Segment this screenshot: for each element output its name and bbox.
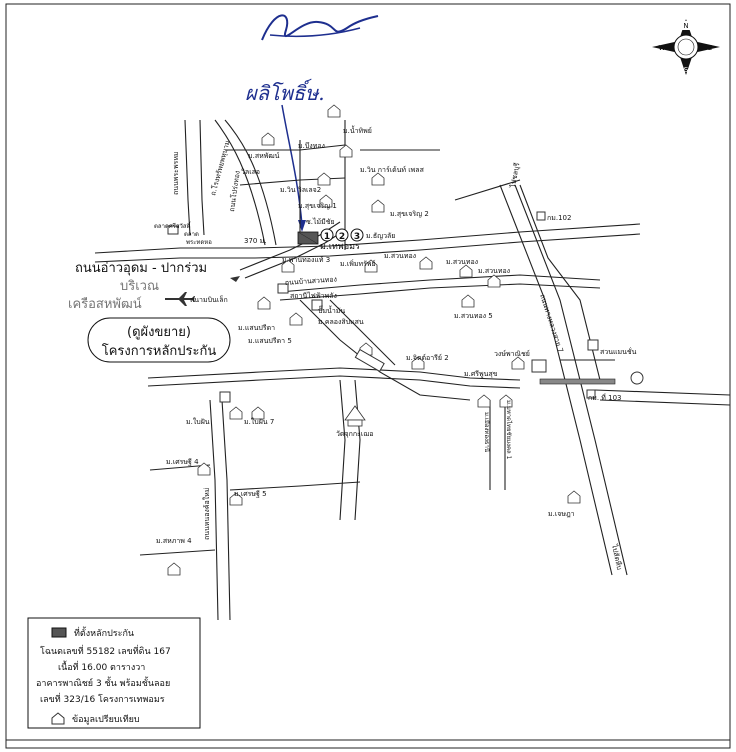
lbl-village: วิลเลจ [241,168,260,176]
road-phrapraeng: ถนนพระพรหม [172,151,180,195]
lbl-muangthong: ม.เมืองทองธานี [483,412,491,452]
compass-w: W [659,44,666,52]
lbl-sukcharoen1: ม.สุขเจริญ 1 [298,202,337,210]
airplane-icon [165,292,195,306]
area-text: บริเวณ [120,279,159,294]
compass-n: N [683,22,688,30]
km103-icon [586,389,596,399]
lbl-wat: วัดจุกกะเฌอ [336,430,373,438]
compass-s: S [684,66,689,74]
circle-3 [350,228,364,242]
airport-text: สนามบินเล็ก [190,295,228,304]
lbl-pttt: พระทดหอ [186,239,212,246]
lbl-chengtha: ม.เจษฎา [548,510,575,518]
lbl-sahaphap: ม.สหภาพ 4 [156,537,192,545]
lbl-sahaphat: ม.สหพัฒน์ [248,152,280,160]
pond-icon [630,371,644,385]
lbl-saenpreeda5: ม.แสนปรีดา 5 [248,337,292,345]
num-3: 3 [354,232,360,242]
power-icon [277,283,289,294]
lbl-bainun: ม.ใบฝัน [186,417,210,426]
num-1: 1 [324,232,330,242]
lbl-win-garden: ม.วิน การ์เด้นท์ เพลส [360,166,425,174]
lbl-hom: ม.พานทองแท้ 3 [282,256,330,264]
legend-site-swatch [51,627,67,638]
km102-icon [536,211,546,221]
lbl-bainun7: ม.ใบฝัน 7 [244,417,274,426]
legend-line3: อาคารพาณิชย์ 3 ชั้น พร้อมชั้นลอย [36,676,170,689]
lbl-phoemsap: ม.เพิ่มทรัพย์ [340,259,376,268]
lbl-wongphanit: วงษ์พาณิชย์ [494,350,530,358]
signature: ผลิโพธิ์ษ. [245,14,379,105]
signature-text: ผลิโพธิ์ษ. [245,78,325,105]
lbl-sukcharoen2: ม.สุขเจริญ 2 [390,210,429,218]
road-soi-rim: ถนนบ้านสวนทอง [285,275,338,287]
compass-icon: N S W E [652,19,720,75]
crisco-text: เครือสหพัฒน์ [68,296,142,312]
market-icon [167,225,179,235]
km102: กม.102 [547,214,571,222]
road-nongkho: ถนนหนองค้อใหม่ [202,488,211,540]
legend-compare: ข้อมูลเปรียบเทียบ [72,714,140,725]
lbl-suanthong-b: ม.สวนทอง [446,258,478,266]
num-2: 2 [339,232,345,242]
compass-e: E [708,44,712,52]
house-icons [167,104,581,576]
lbl-thepamorn: ม.เทพอมร [320,242,360,252]
legend-line4: เลขที่ 323/16 โครงการเทพอมร [40,692,165,705]
lbl-chittra: ม.จิตต์อารีย์ 2 [406,354,449,362]
lbl-market: ตลาดศรีสวัสดิ์ [154,221,192,230]
legend-line1: โฉนดเลขที่ 55182 เลขที่ดิน 167 [40,644,171,657]
road-phrong-thong: ถนนโปร่งทอง [227,170,242,212]
airplane-icon-2 [230,276,240,282]
circle-1 [320,228,334,242]
lbl-suan-mansa: สวนแมนชั่น [600,347,637,356]
lbl-mantanakit: ม.มหาดไทยชัยมงคล 1 [505,400,513,460]
legend-house-icon [51,712,65,725]
expand-title: (ดูผังขยาย) [127,325,191,340]
lbl-sethi5: ม.เศรษฐี 5 [234,490,267,498]
lbl-km370: 370 ม. [244,237,266,245]
expand-callout [87,317,231,363]
lbl-saenpreeda: ม.แสนปรีดา [238,324,275,332]
project-title: โครงการหลักประกัน [102,343,217,359]
road-udomsuk: ถนนอ่าวอุดม - ปากร่วม [75,261,207,276]
lbl-sriphunsuk: ม.ศรีพูนสุข [464,370,498,378]
wongphanit-icon [531,359,547,373]
road-rong-hoi: ถ.โรงทรัพยพหุบาม [208,139,231,196]
legend-line2: เนื้อที่ 16.00 ตารางวา [58,660,145,673]
lbl-suanthong: ม.สวนทอง [384,252,416,260]
lbl-numthip: ม.น้ำทิพย์ [343,124,372,135]
lbl-suanthong5: ม.สวนทอง 5 [454,312,493,320]
road-to-sattahip: ไปสัตหีบ [610,543,624,571]
circle-2 [335,228,349,242]
school-icon [219,391,231,403]
lbl-suanthong-c: ม.สวนทอง [478,267,510,275]
roads [94,119,731,621]
legend-site: ที่ตั้งหลักประกัน [74,626,134,639]
lbl-maimai: ซ.ไม้มีชัย [306,217,335,226]
mansion-icon [587,339,599,351]
tank-icon [311,299,323,311]
pointer-arrowhead [298,220,306,232]
lbl-power: สถานีไฟฟ้าพลัง [290,291,337,300]
bridge-icon [354,348,385,373]
lbl-market2: ตลาด [184,231,199,238]
lbl-thanyalai: ม.ธัญวลัย [366,232,395,240]
lbl-win-village2: ม.วิน วิลเลจ2 [280,186,321,194]
temple-icon [344,405,366,427]
lbl-tank: ปั๊มน้ำมัน [318,304,345,315]
lbl-sethi: ม.เศรษฐี 4 [166,458,199,466]
map-frame [5,3,731,749]
road-to-chonburi: ไปชลบุรี [508,162,521,190]
km103: กม. ที่ 103 [588,393,622,402]
lbl-bungthong: ม.บึงทอง [298,141,325,150]
legend: ที่ตั้งหลักประกัน โฉนดเลขที่ 55182 เลขที… [27,617,201,729]
lbl-khlongsip: ม.คลองสิบแสน [318,318,364,326]
